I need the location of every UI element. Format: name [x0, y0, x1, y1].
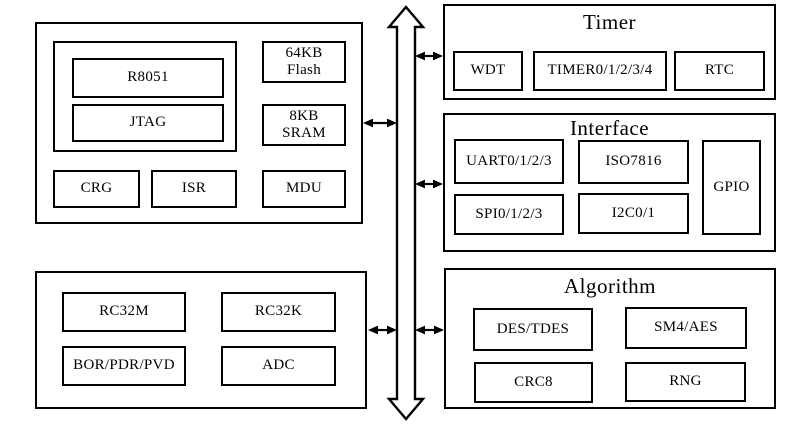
block-uart: UART0/1/2/3 — [454, 139, 564, 184]
block-adc: ADC — [221, 346, 336, 386]
block-r8051: R8051 — [72, 58, 224, 98]
analog-bus-link-arrow — [368, 325, 397, 335]
interface-bus-link-arrow — [415, 179, 443, 189]
block-jtag: JTAG — [72, 104, 224, 142]
block-sram: 8KB SRAM — [262, 104, 346, 146]
timer-bus-link-arrow — [415, 51, 443, 61]
block-iso7816: ISO7816 — [578, 140, 689, 184]
block-sm4-aes: SM4/AES — [625, 307, 747, 349]
core-bus-link-arrow — [363, 118, 397, 128]
system-bus-arrow — [386, 5, 426, 421]
block-rtc: RTC — [674, 51, 765, 91]
block-i2c: I2C0/1 — [578, 193, 689, 234]
block-isr: ISR — [151, 170, 237, 208]
block-crg: CRG — [53, 170, 140, 208]
block-spi: SPI0/1/2/3 — [454, 194, 564, 235]
block-gpio: GPIO — [702, 140, 761, 235]
block-rc32k: RC32K — [221, 292, 336, 332]
block-bor-pdr-pvd: BOR/PDR/PVD — [62, 346, 186, 386]
interface-block-title: Interface — [569, 116, 650, 140]
algorithm-block-title: Algorithm — [564, 274, 656, 298]
block-rng: RNG — [625, 362, 746, 402]
algorithm-bus-link-arrow — [415, 325, 444, 335]
block-mdu: MDU — [262, 170, 346, 208]
timer-block-title: Timer — [582, 10, 637, 34]
block-flash: 64KB Flash — [262, 41, 346, 83]
block-des-tdes: DES/TDES — [473, 308, 593, 351]
block-rc32m: RC32M — [62, 292, 186, 332]
block-wdt: WDT — [453, 51, 523, 91]
block-crc8: CRC8 — [474, 362, 593, 403]
block-timer01234: TIMER0/1/2/3/4 — [533, 51, 667, 91]
